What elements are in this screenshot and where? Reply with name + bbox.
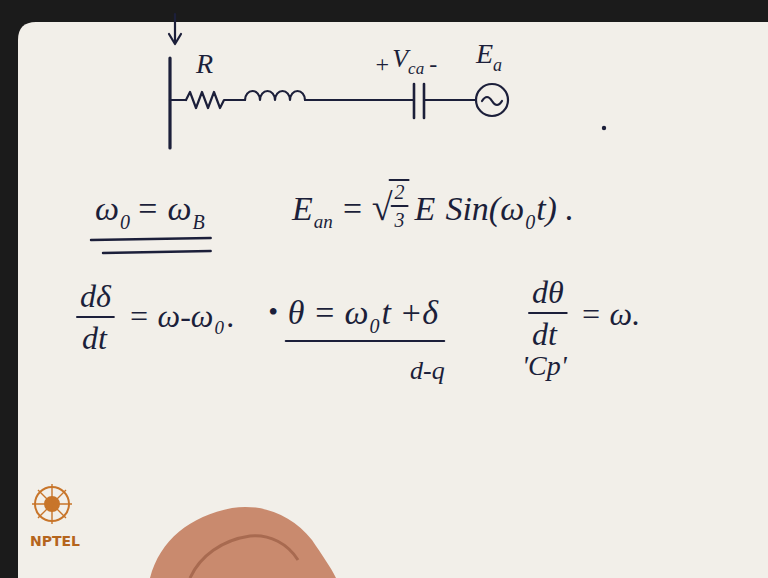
equation-term: = ω bbox=[136, 192, 191, 226]
subscript: 0 bbox=[120, 212, 130, 232]
source-wave bbox=[482, 97, 502, 105]
subscript: ca bbox=[408, 60, 424, 77]
resistor-symbol bbox=[186, 92, 230, 108]
voltage-label: V bbox=[392, 46, 408, 72]
nptel-logo bbox=[32, 484, 72, 524]
double-underline bbox=[91, 238, 211, 240]
fraction-denominator: dt bbox=[532, 318, 557, 350]
fraction-bar bbox=[77, 316, 114, 318]
bullet: • bbox=[268, 298, 278, 326]
bus-bar bbox=[168, 58, 171, 148]
underline bbox=[286, 340, 444, 342]
logo-text: NPTEL bbox=[30, 534, 80, 548]
capacitor-plate bbox=[413, 84, 416, 118]
arrow-head bbox=[169, 34, 181, 44]
equation-term: θ = ω bbox=[288, 296, 369, 330]
component-label: R bbox=[196, 50, 213, 78]
equation-term: ω bbox=[95, 192, 119, 226]
wire bbox=[424, 99, 476, 101]
fraction-denominator: 3 bbox=[395, 210, 405, 230]
equation-term: E bbox=[415, 192, 436, 226]
fraction-numerator: dδ bbox=[80, 280, 111, 312]
subscript: 0 bbox=[525, 212, 535, 232]
wire bbox=[230, 99, 245, 101]
equation-term: = bbox=[341, 192, 364, 226]
radical-sign: √ bbox=[372, 188, 393, 226]
paper-sheet bbox=[18, 22, 768, 578]
ink-dot bbox=[602, 126, 606, 130]
source-symbol bbox=[476, 84, 508, 116]
double-underline bbox=[103, 251, 211, 253]
polarity-sign: + bbox=[374, 52, 390, 76]
subscript: B bbox=[192, 212, 204, 232]
note: d-q bbox=[410, 358, 445, 384]
subscript: an bbox=[314, 212, 333, 231]
logo-rays bbox=[32, 484, 72, 524]
equation-term: . bbox=[227, 300, 235, 332]
fraction-numerator: dθ bbox=[532, 276, 564, 308]
polarity-sign: - bbox=[429, 52, 437, 76]
equation-term: = ω. bbox=[580, 298, 640, 330]
equation-term: t +δ bbox=[381, 296, 438, 330]
equation-term: Sin(ω bbox=[445, 192, 524, 226]
equation-term: t) . bbox=[536, 192, 574, 226]
subscript: a bbox=[493, 56, 502, 74]
wire bbox=[170, 99, 186, 101]
note: 'Cp' bbox=[522, 352, 567, 380]
radical-overline bbox=[390, 179, 409, 181]
fraction-numerator: 2 bbox=[395, 182, 405, 202]
inductor-symbol bbox=[245, 91, 305, 100]
fraction-bar bbox=[392, 205, 408, 207]
equation-term: = ω-ω bbox=[128, 300, 213, 332]
arrow-shaft bbox=[174, 14, 176, 42]
source-label: E bbox=[476, 40, 493, 68]
hand-shading bbox=[190, 536, 298, 578]
fraction-bar bbox=[529, 312, 567, 314]
fraction-denominator: dt bbox=[82, 322, 107, 354]
wire bbox=[305, 99, 414, 101]
hand bbox=[150, 507, 336, 578]
equation-term: E bbox=[292, 192, 313, 226]
subscript: 0 bbox=[369, 316, 379, 336]
subscript: 0 bbox=[214, 318, 224, 337]
